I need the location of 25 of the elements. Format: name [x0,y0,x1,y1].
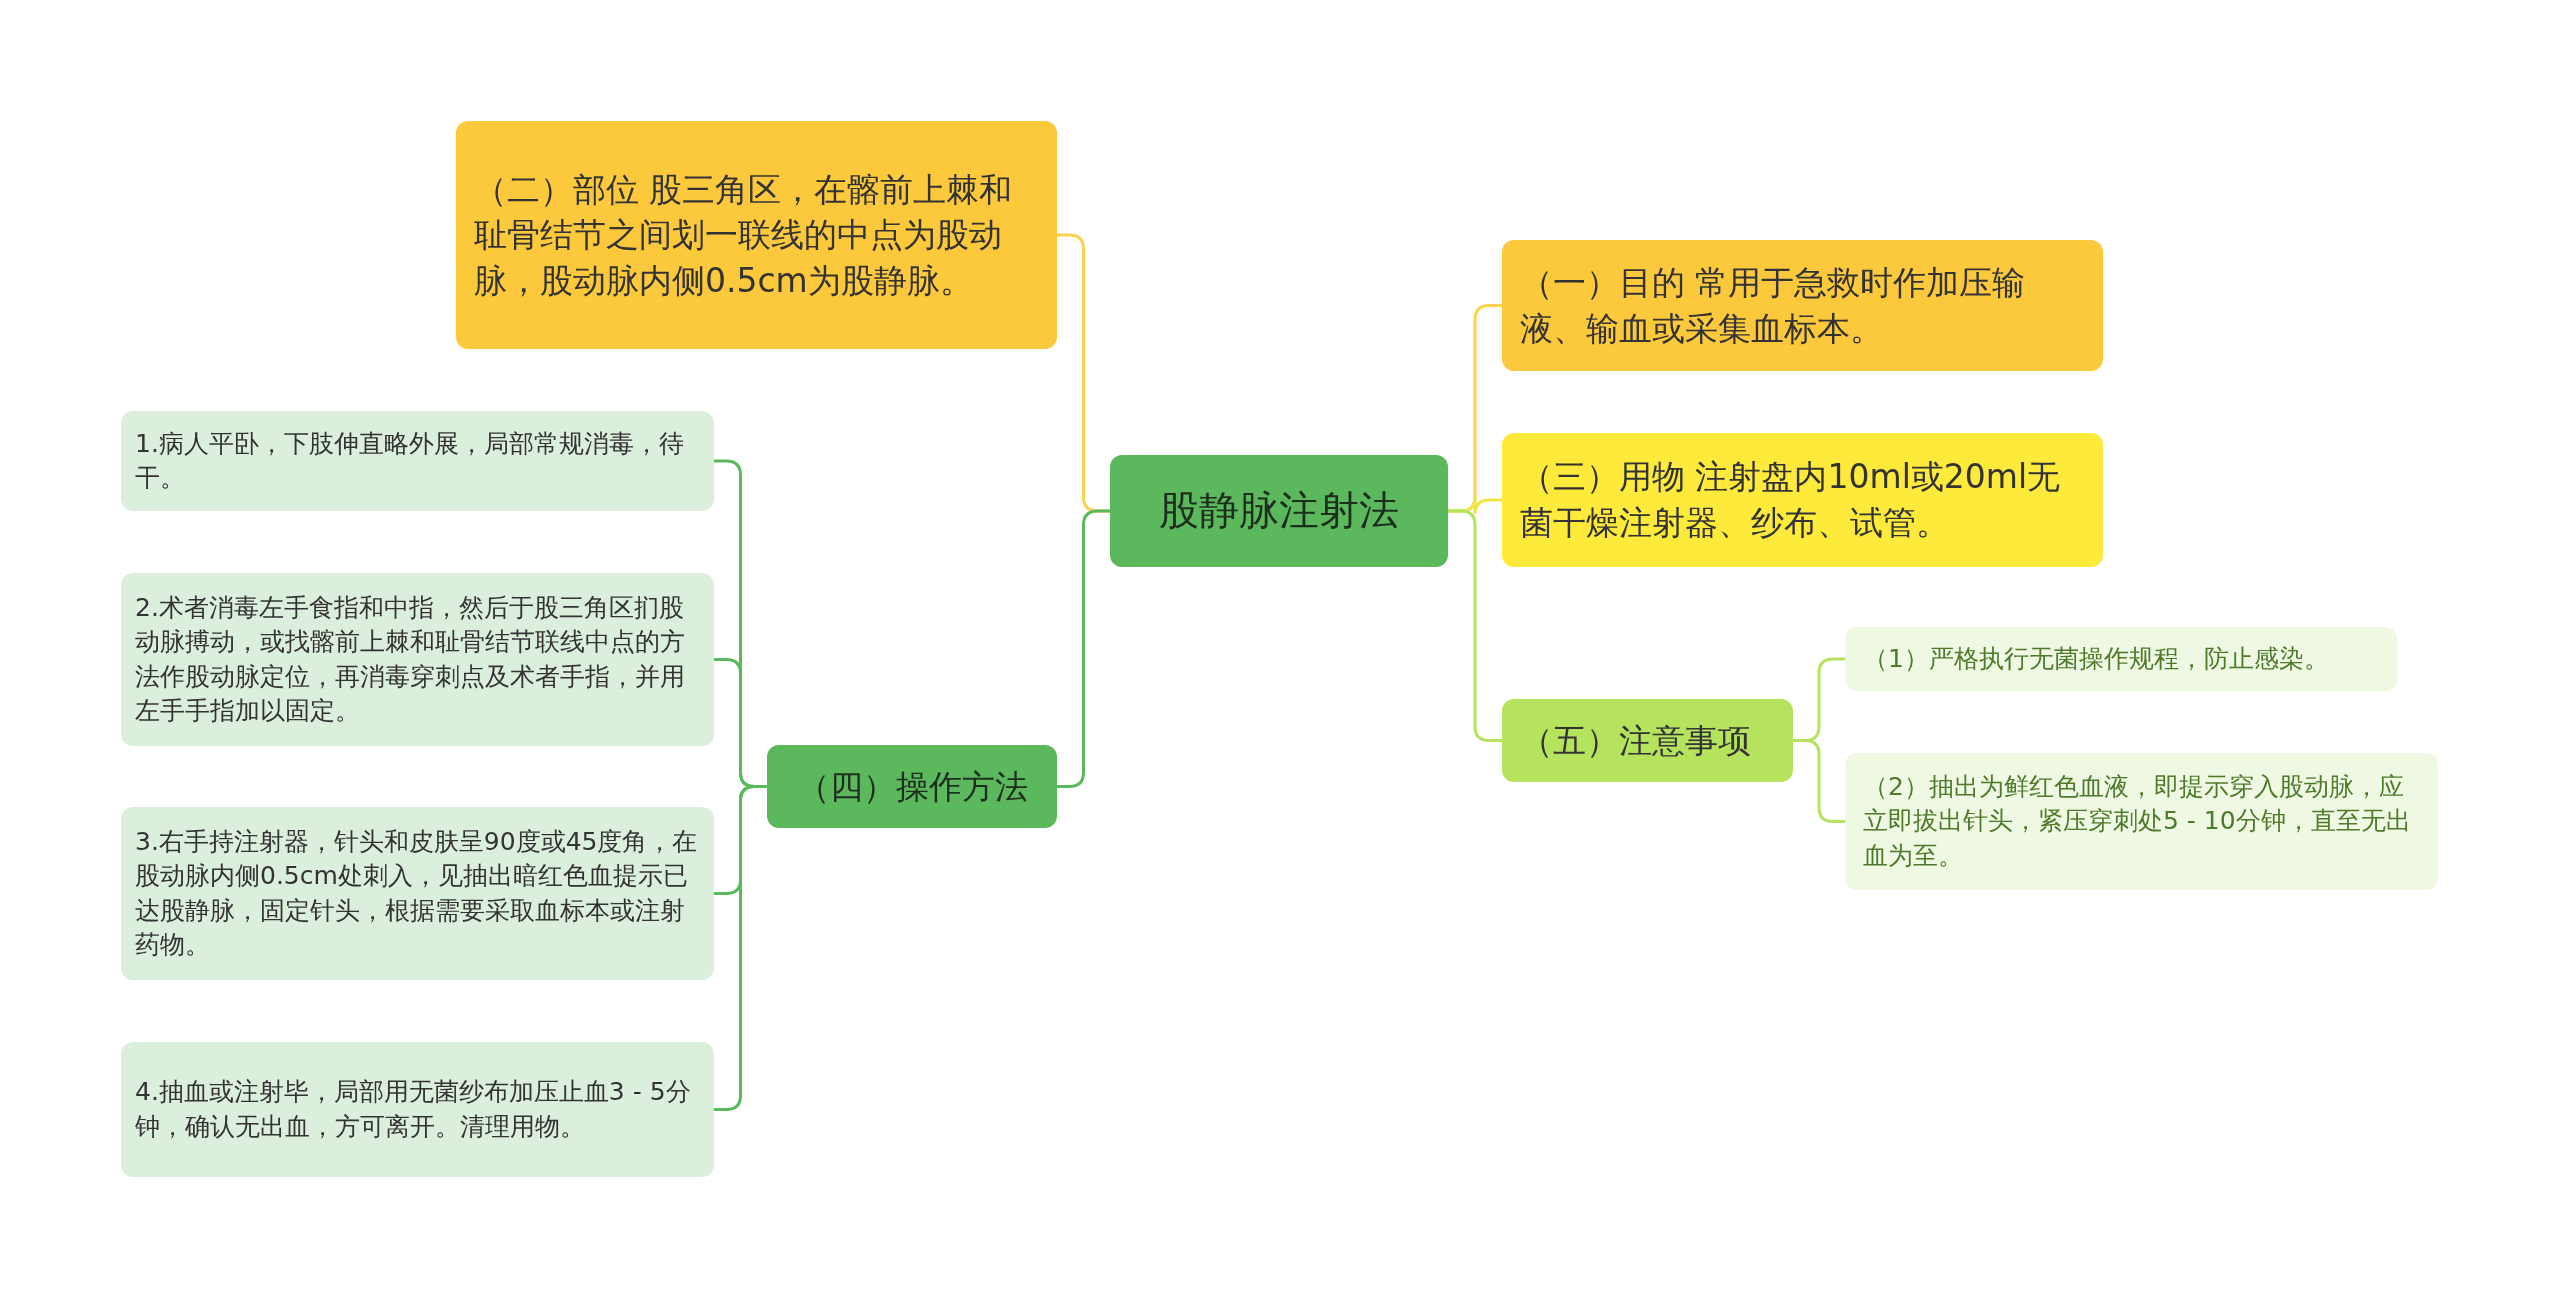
subtopic-box [121,411,714,511]
topic-box [1502,699,1793,782]
topic-text: （二）部位 股三角区，在髂前上棘和耻骨结节之间划一联线的中点为股动脉，股动脉内侧0.5cm为股静脉。 [474,168,1014,302]
topic-text: 2.术者消毒左手食指和中指，然后于股三角区扪股动脉搏动，或找髂前上棘和耻骨结节联线中点的方法作股动脉定位，再消毒穿刺点及术者手指，并用左手手指加以固定。 [135,591,686,727]
subtopic-box [121,1042,714,1177]
subtopic-box [1845,753,2438,890]
connector-line [1793,739,1845,823]
topic-text: （三）用物 注射盘内10ml或20ml无菌干燥注射器、纱布、试管。 [1520,456,2062,544]
subtopic-box [1845,627,2397,691]
topic-text: （四）操作方法 [795,765,1029,808]
topic-text: （1）严格执行无菌操作规程，防止感染。 [1863,642,2330,675]
topic-text: 3.右手持注射器，针头和皮肤呈90度或45度角，在股动脉内侧0.5cm处刺入，见抽出暗红色血提示已达股静脉，固定针头，根据需要采取血标本或注射药物。 [135,825,699,961]
topic-text: 4.抽血或注射毕，局部用无菌纱布加压止血3 - 5分钟，确认无出血，方可离开。清理用物。 [135,1076,692,1143]
topic-text: （2）抽出为鲜红色血液，即提示穿入股动脉，应立即拔出针头，紧压穿刺处5 - 10分钟，直至无出血为至。 [1863,770,2412,872]
topic-text: （五）注意事项 [1520,719,1752,762]
subtopic-box [121,573,714,746]
topic-text: （一）目的 常用于急救时作加压输液、输血或采集血标本。 [1520,261,2027,350]
topic-text: 1.病人平卧，下肢伸直略外展，局部常规消毒，待干。 [135,427,685,494]
topic-box [767,745,1057,828]
topic-box [1502,433,2103,567]
topic-text: 股静脉注射法 [1158,486,1400,536]
root-topic-box [1110,455,1448,567]
topic-box [456,121,1057,349]
topic-box [1502,240,2103,371]
subtopic-box [121,807,714,980]
